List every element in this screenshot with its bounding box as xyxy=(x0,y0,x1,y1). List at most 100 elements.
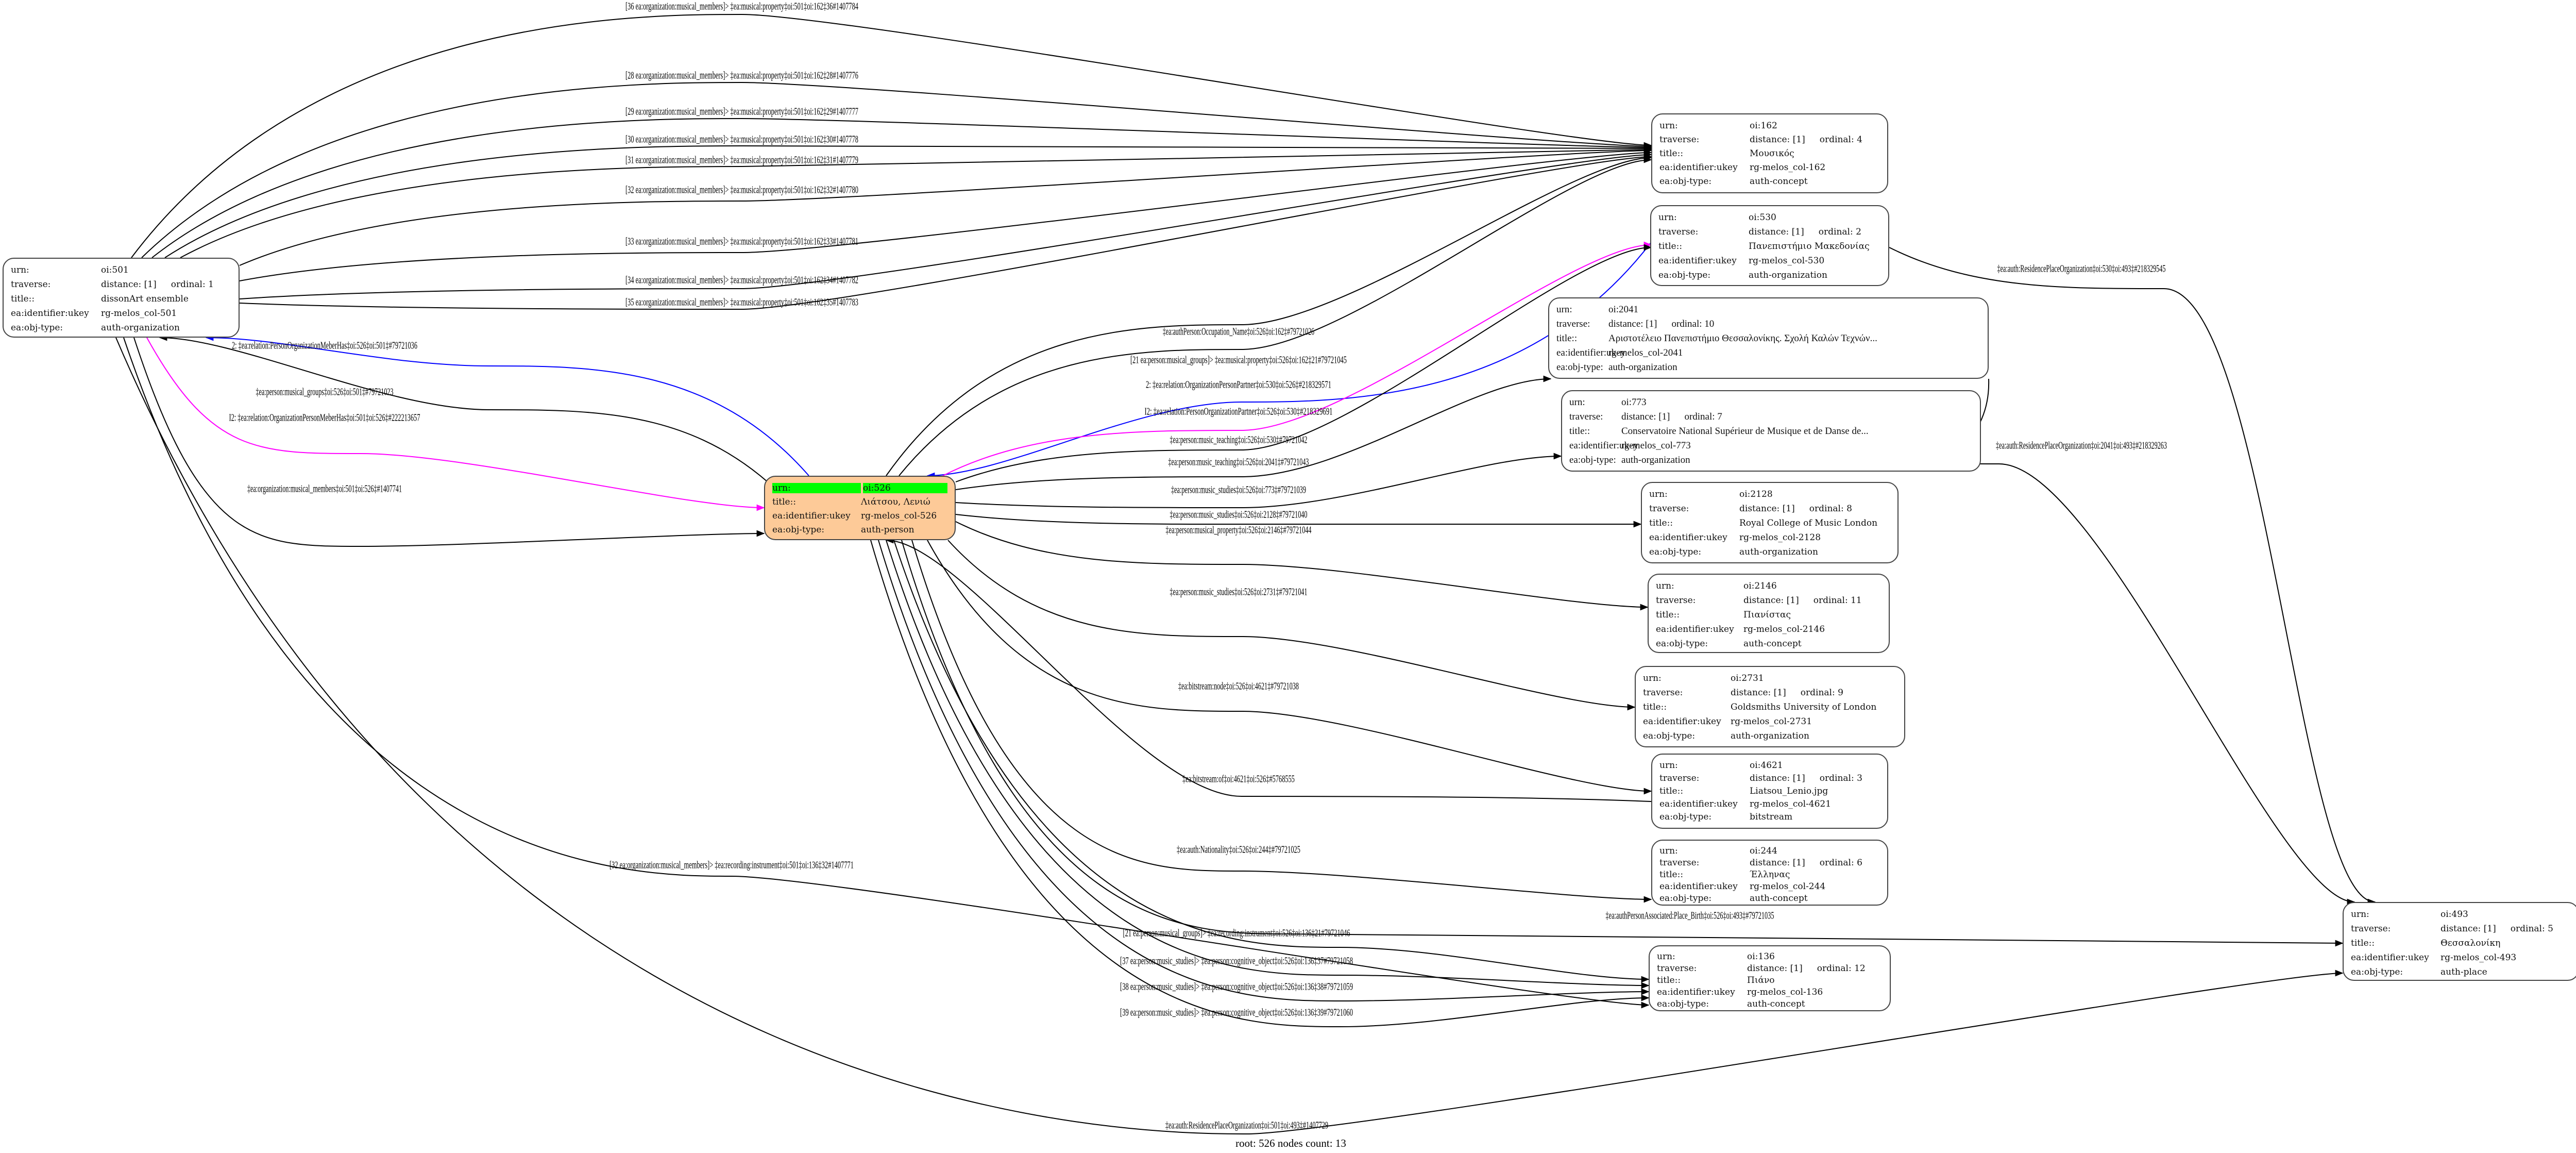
edge-label: [34 ea:organization:musical_members]> ‡e… xyxy=(625,275,858,286)
node-row-obj-type: ea:obj-type:auth-organization xyxy=(1569,453,1973,467)
edge-501-to-162 xyxy=(131,13,1652,258)
traverse-value: distance: [1]ordinal: 3 xyxy=(1750,773,1880,783)
field-label: urn: xyxy=(1656,581,1674,591)
ordinal-value: ordinal: 7 xyxy=(1684,411,1722,422)
edge-526-to-2146 xyxy=(955,521,1649,611)
edge-526-to-773 xyxy=(955,453,1562,509)
field-label: urn: xyxy=(1569,397,1585,408)
urn-value: oi:773 xyxy=(1621,397,1647,408)
distance-value: distance: [1] xyxy=(1731,688,1786,698)
ordinal-value: ordinal: 6 xyxy=(1819,857,1862,868)
field-label: urn: xyxy=(772,482,861,493)
edge-526-to-136 xyxy=(893,540,1650,983)
node-row-urn: urn:oi:530 xyxy=(1658,210,1881,225)
obj-type-value: auth-organization xyxy=(1608,362,1677,373)
field-label: urn: xyxy=(1649,489,1668,499)
edge-4621-to-526 xyxy=(885,537,1652,802)
edge-label: [21 ea:person:musical_groups]> ‡ea:recor… xyxy=(1123,928,1350,939)
distance-value: distance: [1] xyxy=(2441,924,2496,934)
field-label: ea:obj-type: xyxy=(11,323,63,333)
node-row-urn: urn:oi:2146 xyxy=(1656,579,1882,593)
field-label: traverse: xyxy=(1649,504,1689,514)
graph-footer: root: 526 nodes count: 13 xyxy=(1235,1137,1346,1149)
distance-value: distance: [1] xyxy=(1743,595,1799,606)
distance-value: distance: [1] xyxy=(1750,773,1805,783)
node-row-title: title::Θεσσαλονίκη xyxy=(2351,936,2571,950)
node-row-urn: urn:oi:244 xyxy=(1659,845,1880,857)
ukey-value: rg-melos_col-162 xyxy=(1750,162,1826,173)
traverse-value: distance: [1]ordinal: 5 xyxy=(2441,924,2571,934)
obj-type-value: auth-place xyxy=(2441,967,2487,977)
traverse-value: distance: [1]ordinal: 11 xyxy=(1743,595,1882,606)
edge-526-to-244 xyxy=(911,540,1652,903)
field-label: urn: xyxy=(11,265,29,275)
field-label: title:: xyxy=(1569,426,1590,437)
field-label: ea:obj-type: xyxy=(1569,455,1616,465)
title-value: Royal College of Music London xyxy=(1739,518,1878,528)
ukey-value: rg-melos_col-4621 xyxy=(1750,798,1832,809)
node-row-urn: urn:oi:4621 xyxy=(1659,759,1880,772)
distance-value: distance: [1] xyxy=(1750,857,1805,868)
node-row-urn: urn:oi:2731 xyxy=(1643,671,1897,686)
urn-value: oi:2128 xyxy=(1739,489,1773,499)
node-row-title: title::Μουσικός xyxy=(1659,146,1880,160)
ukey-value: rg-melos_col-2041 xyxy=(1608,347,1683,358)
node-row-traverse: traverse:distance: [1]ordinal: 11 xyxy=(1656,593,1882,608)
traverse-value: distance: [1]ordinal: 9 xyxy=(1731,688,1897,698)
field-label: traverse: xyxy=(1659,773,1700,783)
field-label: urn: xyxy=(1659,845,1678,856)
node-row-traverse: traverse:distance: [1]ordinal: 2 xyxy=(1658,225,1881,239)
node-row-obj-type: ea:obj-type:auth-organization xyxy=(11,321,231,335)
field-label: urn: xyxy=(1643,673,1662,683)
edge-526-to-136 xyxy=(878,540,1650,1002)
distance-value: distance: [1] xyxy=(1621,411,1670,422)
distance-value: distance: [1] xyxy=(1739,504,1795,514)
field-label: title:: xyxy=(1656,610,1680,620)
obj-type-value: auth-person xyxy=(861,524,914,535)
obj-type-value: auth-concept xyxy=(1747,998,1805,1009)
edge-526-to-2731 xyxy=(947,540,1636,711)
edge-526-to-493 xyxy=(901,540,2344,947)
edge-526-to-2128 xyxy=(955,514,1642,528)
edge-501-to-162 xyxy=(239,147,1652,266)
title-value: Conservatoire National Supérieur de Musi… xyxy=(1621,426,1869,437)
node-row-title: title::Πανεπιστήμιο Μακεδονίας xyxy=(1658,239,1881,254)
title-value: dissonArt ensemble xyxy=(101,294,189,304)
ukey-value: rg-melos_col-2731 xyxy=(1731,716,1812,727)
traverse-value: distance: [1]ordinal: 10 xyxy=(1608,319,1980,330)
ukey-value: rg-melos_col-501 xyxy=(101,308,177,319)
node-row-title: title::Goldsmiths University of London xyxy=(1643,700,1897,714)
edge-501-to-162 xyxy=(239,153,1652,310)
edge-501-to-162 xyxy=(151,118,1652,258)
node-row-traverse: traverse:distance: [1]ordinal: 8 xyxy=(1649,502,1890,516)
field-label: title:: xyxy=(1649,518,1673,528)
edge-label: ‡ea:person:music_teaching‡oi:526‡oi:2041… xyxy=(1168,457,1309,468)
node-row-obj-type: ea:obj-type:auth-person xyxy=(772,523,947,537)
field-label: ea:obj-type: xyxy=(1658,270,1711,280)
title-value: Πανεπιστήμιο Μακεδονίας xyxy=(1749,241,1870,252)
node-row-title: title::Royal College of Music London xyxy=(1649,516,1890,530)
field-label: ea:identifier:ukey xyxy=(1659,881,1738,892)
field-label: traverse: xyxy=(1658,227,1699,237)
edge-501-to-162 xyxy=(141,81,1652,258)
edge-label: 2: ‡ea:relation:PersonOrganizationMeberH… xyxy=(232,340,417,352)
